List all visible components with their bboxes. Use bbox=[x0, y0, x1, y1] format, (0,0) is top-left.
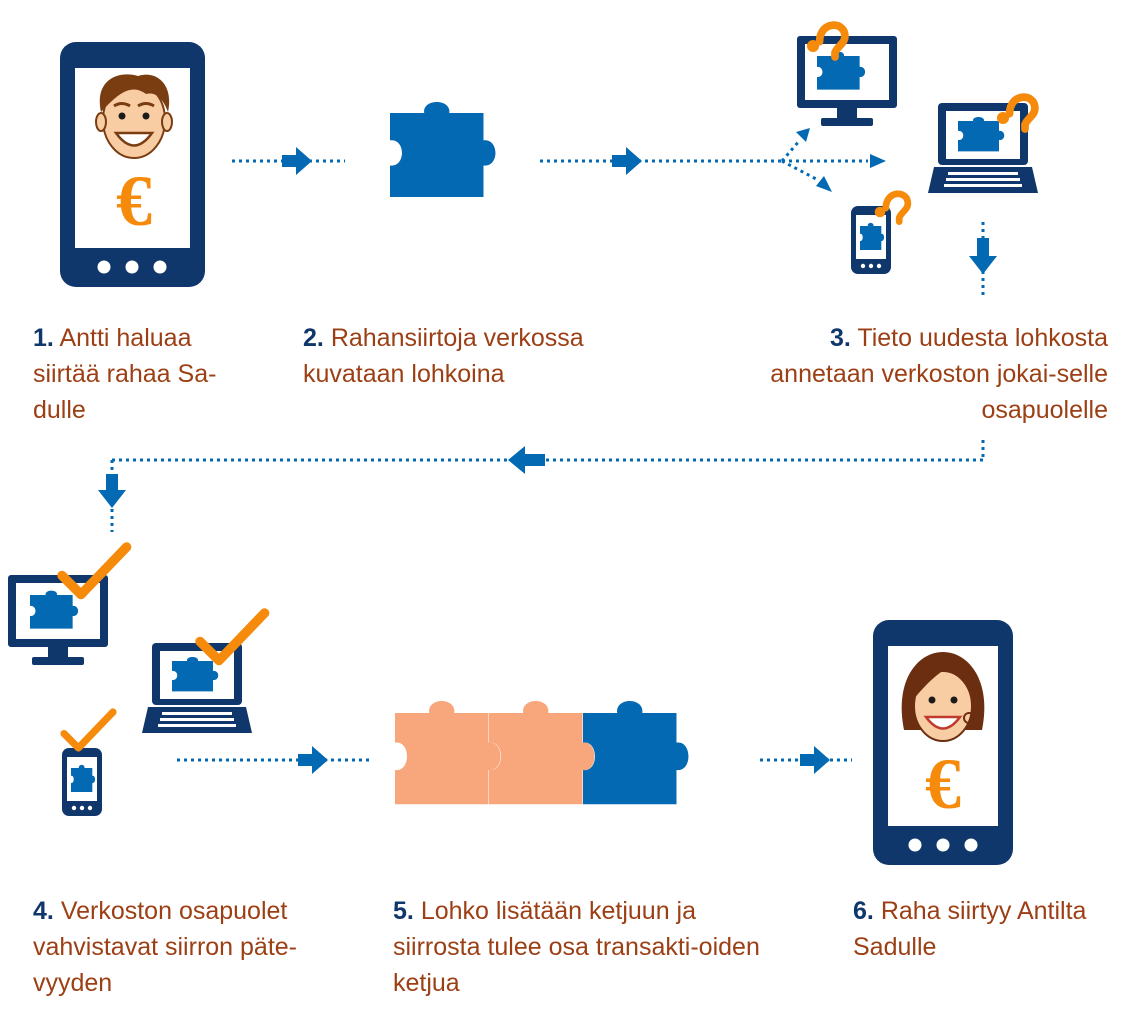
step-number: 6. bbox=[853, 897, 874, 925]
step-6-caption: 6. Raha siirtyy Antilta Sadulle bbox=[853, 893, 1093, 965]
step-number: 1. bbox=[33, 324, 54, 352]
arrow-step5-to-step6 bbox=[760, 746, 852, 774]
step-text: Lohko lisätään ketjuun ja siirrosta tule… bbox=[393, 897, 760, 997]
arrow-step3-to-step4 bbox=[98, 222, 997, 532]
antti-face-icon bbox=[95, 74, 173, 159]
check-mark-icon bbox=[64, 712, 113, 748]
verified-phone-icon bbox=[62, 748, 102, 816]
network-phone-icon bbox=[851, 206, 891, 274]
network-laptop-icon bbox=[928, 103, 1038, 193]
step-5-caption: 5. Lohko lisätään ketjuun ja siirrosta t… bbox=[393, 893, 773, 1001]
step-2-caption: 2. Rahansiirtoja verkossa kuvataan lohko… bbox=[303, 320, 663, 392]
block-chain-icon bbox=[395, 701, 689, 805]
step-number: 2. bbox=[303, 324, 324, 352]
step-text: Rahansiirtoja verkossa kuvataan lohkoina bbox=[303, 324, 584, 388]
satu-face-icon bbox=[901, 652, 985, 742]
step-4-caption: 4. Verkoston osapuolet vahvistavat siirr… bbox=[33, 893, 353, 1001]
step-text: Raha siirtyy Antilta Sadulle bbox=[853, 897, 1087, 961]
euro-symbol-icon: € bbox=[925, 744, 961, 824]
chain-block-1-icon bbox=[395, 701, 501, 805]
arrow-step1-to-step2 bbox=[232, 147, 345, 175]
step-number: 4. bbox=[33, 897, 54, 925]
euro-symbol-icon: € bbox=[116, 161, 152, 241]
step-text: Antti haluaa siirtää rahaa Sa-dulle bbox=[33, 324, 217, 424]
blue-puzzle-block-icon bbox=[390, 101, 496, 197]
step-text: Tieto uudesta lohkosta annetaan verkosto… bbox=[770, 324, 1108, 424]
check-mark-icon bbox=[200, 613, 265, 661]
step-number: 3. bbox=[830, 324, 851, 352]
step-text: Verkoston osapuolet vahvistavat siirron … bbox=[33, 897, 298, 997]
arrow-step4-to-step5 bbox=[177, 746, 370, 774]
check-mark-icon bbox=[62, 547, 127, 595]
chain-block-2-icon bbox=[489, 701, 595, 805]
chain-block-new-icon bbox=[583, 701, 689, 805]
verified-laptop-icon bbox=[142, 643, 252, 733]
step-number: 5. bbox=[393, 897, 414, 925]
step-3-caption: 3. Tieto uudesta lohkosta annetaan verko… bbox=[760, 320, 1108, 428]
arrow-step2-to-network bbox=[540, 128, 886, 192]
step-1-caption: 1. Antti haluaa siirtää rahaa Sa-dulle bbox=[33, 320, 253, 428]
